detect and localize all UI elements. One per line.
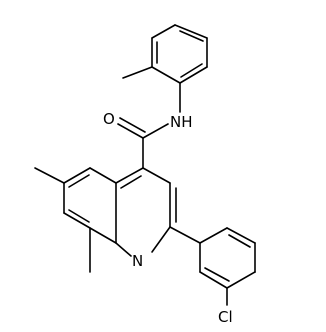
bond xyxy=(179,66,208,84)
bond xyxy=(226,271,256,289)
bond xyxy=(151,226,171,253)
bond xyxy=(179,30,204,42)
bond xyxy=(115,167,144,184)
bond xyxy=(68,209,90,223)
ring-nitrogen-label: N xyxy=(132,252,143,270)
amide-nitrogen-label: NH xyxy=(170,113,193,131)
bond xyxy=(180,63,203,78)
bond xyxy=(89,227,117,244)
chlorine-label: Cl xyxy=(218,308,233,326)
bond xyxy=(204,267,230,282)
bond xyxy=(115,242,132,257)
bonds xyxy=(34,24,256,306)
bond xyxy=(199,227,228,244)
bond xyxy=(151,66,181,84)
bond xyxy=(151,24,176,39)
bond xyxy=(89,167,117,184)
bond xyxy=(117,123,144,139)
bond xyxy=(122,66,153,79)
bond xyxy=(34,167,65,184)
bond xyxy=(228,234,251,248)
bond xyxy=(120,175,142,189)
bond xyxy=(174,24,208,39)
bond xyxy=(119,117,146,133)
atom-labels: O NH N Cl xyxy=(103,110,233,326)
bond xyxy=(68,174,90,188)
bond xyxy=(199,271,228,289)
bond xyxy=(226,227,256,244)
bond xyxy=(63,167,91,184)
bond xyxy=(142,123,169,139)
bond xyxy=(142,167,171,184)
bond xyxy=(169,226,201,244)
oxygen-label: O xyxy=(103,110,115,128)
bond xyxy=(63,212,91,229)
